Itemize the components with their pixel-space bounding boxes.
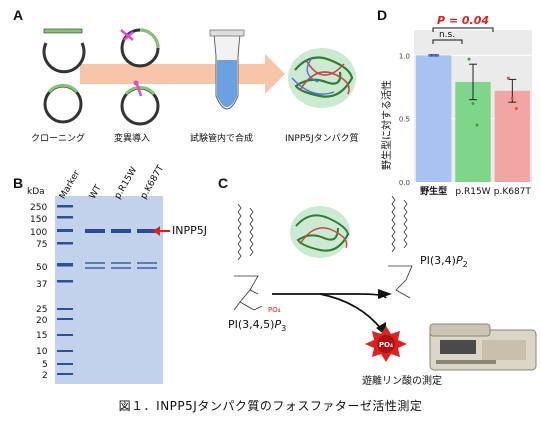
data-point — [475, 123, 479, 127]
marker-label: 10 — [36, 347, 48, 357]
product-p: P — [455, 254, 463, 267]
marker-label: 100 — [30, 228, 48, 238]
phosphate-burst-icon: PO₄ — [365, 326, 407, 362]
figure-caption: 図１．INPP5Jタンパク質のフォスファターゼ活性測定 — [118, 399, 423, 413]
product-molecule-icon — [388, 195, 413, 299]
data-point — [514, 107, 518, 111]
marker-label: 50 — [36, 263, 48, 273]
workflow-arrow — [80, 54, 285, 94]
activity-bar-chart: 0.0 0.5 1.0 野生型 p.R15W p.K687T P = 0.04 n.s.… — [380, 14, 532, 197]
bar — [415, 55, 452, 183]
marker-label: 37 — [36, 280, 48, 290]
ns-label: n.s. — [439, 30, 455, 40]
protein-structure-icon — [288, 48, 356, 108]
marker-label: 2 — [42, 371, 48, 381]
marker-label: 250 — [30, 203, 48, 213]
step-label-cloning: クローニング — [31, 134, 86, 144]
data-point — [432, 53, 436, 57]
step-label-mutagenesis: 変異導入 — [114, 134, 151, 144]
panel-a-diagram — [42, 28, 356, 126]
product-subnum: 2 — [462, 260, 468, 270]
band-arrow-icon — [153, 226, 170, 236]
plate-reader-icon — [429, 323, 537, 371]
marker-ladder — [57, 205, 73, 375]
marker-label: 25 — [36, 305, 48, 315]
pvalue-label: P = 0.04 — [437, 14, 489, 27]
product-name: PI(3,4) — [420, 254, 456, 267]
substrate-p: P — [274, 318, 282, 331]
substrate-molecule-icon — [233, 203, 263, 311]
substrate-name: PI(3,4,5) — [228, 318, 275, 331]
inpp5j-bands — [85, 229, 157, 233]
substrate-subnum: 3 — [281, 324, 287, 334]
marker-label: 75 — [36, 240, 48, 250]
bar — [494, 90, 531, 182]
scissors-icon — [120, 29, 134, 41]
lower-bands — [85, 262, 157, 269]
marker-label: 5 — [42, 360, 48, 370]
phosphate-icon-label: PO₄ — [379, 341, 393, 349]
reaction-arrow — [272, 293, 387, 299]
substrate-label: PI(3,4,5)P3 — [228, 318, 286, 333]
panel-d-letter: D — [377, 7, 388, 23]
measure-label: 遊離リン酸の測定 — [362, 376, 442, 387]
product-label: PI(3,4)P2 — [420, 254, 468, 269]
open-vector-icon — [42, 42, 86, 74]
phosphate-mol-label: PO₄ — [268, 306, 281, 314]
panel-c-letter: C — [218, 175, 229, 191]
release-arrow — [319, 293, 383, 331]
kda-unit: kDa — [27, 187, 45, 197]
mutation-marker-icon — [135, 83, 143, 97]
data-point — [428, 53, 432, 57]
x-tick-label: p.R15W — [455, 187, 490, 197]
x-tick-label: 野生型 — [420, 185, 447, 197]
panel-b-letter: B — [13, 175, 24, 191]
linear-dna-icon — [43, 28, 83, 34]
step-label-synthesis: 試験管内で合成 — [190, 134, 254, 144]
gel-image — [55, 196, 163, 384]
data-point — [467, 57, 471, 61]
data-point — [436, 53, 440, 57]
x-tick-label: p.K687T — [494, 187, 532, 197]
marker-label: 20 — [36, 316, 48, 326]
test-tube-icon — [209, 29, 245, 110]
y-tick-label: 1.0 — [399, 52, 410, 60]
marker-label: 150 — [30, 215, 48, 225]
panel-a-letter: A — [13, 7, 24, 23]
y-tick-label: 0.5 — [399, 116, 410, 124]
marker-label: 15 — [36, 331, 48, 341]
data-point — [506, 76, 510, 80]
significance-brackets — [432, 27, 494, 44]
step-label-protein: INPP5Jタンパク質 — [285, 134, 359, 144]
panel-c-diagram: PO₄ PO₄ — [233, 195, 537, 371]
y-tick-label: 0.0 — [399, 179, 410, 187]
data-point — [510, 96, 514, 100]
band-label: INPP5J — [172, 224, 207, 237]
enzyme-structure-icon — [290, 206, 350, 258]
y-axis-label: 野生型に対する活性 — [380, 80, 393, 170]
data-point — [471, 101, 475, 105]
